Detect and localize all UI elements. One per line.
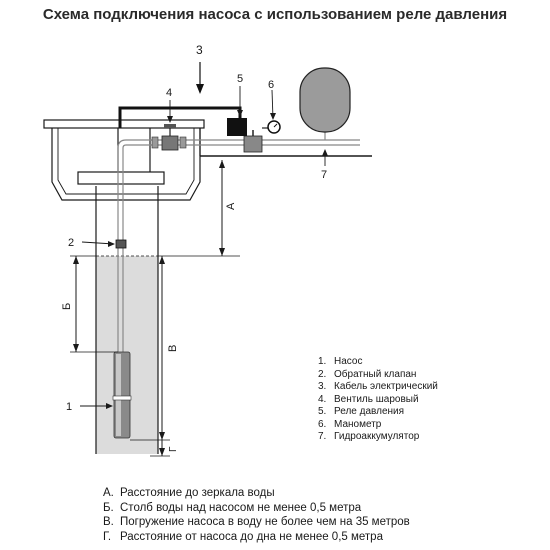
legend-item: 6.Манометр (318, 418, 382, 430)
five-way-fitting (243, 135, 263, 153)
diagram-title: Схема подключения насоса с использование… (42, 6, 508, 23)
leader-6-head (270, 113, 276, 120)
caisson-inner-wall (57, 128, 195, 195)
callout-4: 4 (166, 87, 172, 99)
check-valve (115, 239, 127, 249)
legend-item: 7.Гидроаккумулятор (318, 431, 420, 442)
pump-highlight (116, 354, 121, 436)
note-item: Г.Расстояние от насоса до дна не менее 0… (103, 530, 383, 543)
dimension-b (70, 255, 118, 353)
leader-1-head (106, 403, 113, 409)
pump-intake-band (112, 395, 132, 401)
pressure-gauge (262, 120, 281, 134)
callout-1: 1 (66, 401, 72, 413)
ball-valve-handle (164, 124, 176, 128)
caisson (43, 119, 205, 201)
dim-g-arrow (159, 448, 165, 456)
dimension-notes: А.Расстояние до зеркала воды Б.Столб вод… (103, 486, 410, 544)
dimension-v (130, 256, 170, 441)
callout-5: 5 (237, 73, 243, 85)
dimension-g (150, 440, 170, 457)
fitting-2 (179, 136, 187, 149)
pressure-relay-assembly (227, 118, 263, 153)
callout-2: 2 (68, 237, 74, 249)
hydroaccumulator-tank (299, 67, 351, 133)
leader-4-head (167, 116, 173, 123)
callout-6: 6 (268, 79, 274, 91)
caisson-outer-wall (51, 128, 201, 201)
ball-valve (161, 124, 179, 151)
dim-a-label: А (225, 202, 237, 210)
legend-item: 3.Кабель электрический (318, 381, 438, 392)
pressure-relay (227, 118, 247, 136)
gauge-needle (273, 123, 278, 128)
dim-b-label: Б (61, 303, 73, 310)
legend-item: 5.Реле давления (318, 406, 405, 417)
well-head-cap (77, 171, 165, 185)
dim-v-label: В (167, 345, 179, 352)
callout-3: 3 (196, 43, 203, 57)
caisson-lid (43, 119, 205, 129)
dim-g-label: Г (168, 446, 179, 452)
dimension-a (158, 160, 240, 257)
cable-arrow-head (196, 84, 204, 94)
note-item: А.Расстояние до зеркала воды (103, 487, 275, 499)
submersible-pump (112, 351, 132, 439)
leader-7-head (322, 149, 328, 156)
drop-pipe (117, 139, 160, 352)
fitting-1 (151, 136, 159, 149)
legend-item: 2.Обратный клапан (318, 368, 417, 380)
legend-item: 4.Вентиль шаровый (318, 393, 419, 405)
ball-valve-body (161, 135, 179, 151)
note-item: В.Погружение насоса в воду не более чем … (103, 516, 410, 528)
pipe-elbow (117, 139, 160, 149)
leader-5-head (237, 110, 243, 117)
leader-2-head (108, 241, 115, 247)
callout-7: 7 (321, 169, 327, 181)
components-legend: 1.Насос 2.Обратный клапан 3.Кабель элект… (318, 356, 438, 444)
legend-item: 1.Насос (318, 356, 363, 367)
note-item: Б.Столб воды над насосом не менее 0,5 ме… (103, 501, 362, 514)
